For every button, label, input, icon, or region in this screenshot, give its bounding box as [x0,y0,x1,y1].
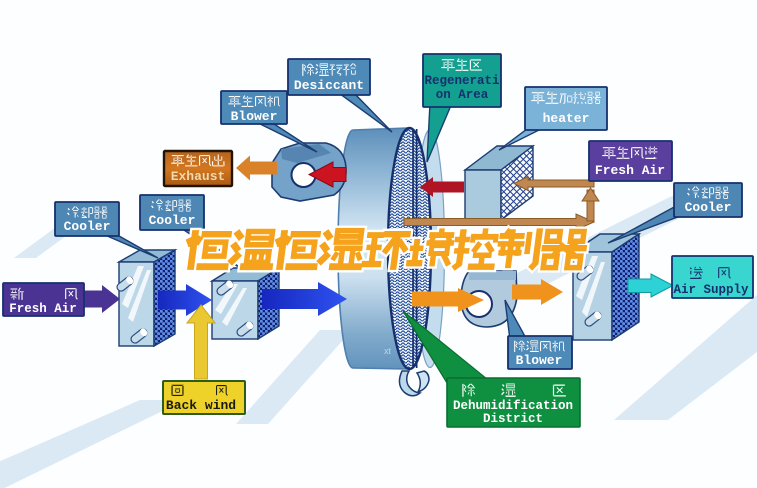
svg-text:Exhaust: Exhaust [171,169,226,184]
svg-text:heater: heater [543,111,590,126]
svg-text:Air Supply: Air Supply [673,283,749,297]
svg-text:Blower: Blower [516,353,563,368]
svg-text:xt: xt [384,346,392,356]
svg-text:Cooler: Cooler [64,219,111,234]
svg-text:Back wind: Back wind [166,398,236,413]
svg-text:on Area: on Area [436,88,489,102]
svg-text:Cooler: Cooler [685,200,732,215]
svg-text:Dehumidification: Dehumidification [453,399,573,413]
svg-text:Regenerati: Regenerati [424,74,499,88]
svg-text:Blower: Blower [231,109,278,124]
svg-text:Fresh Air: Fresh Air [9,302,77,316]
svg-text:Fresh Air: Fresh Air [595,163,665,178]
svg-text:District: District [483,412,543,426]
svg-text:Desiccant: Desiccant [294,78,364,93]
svg-text:Cooler: Cooler [149,213,196,228]
